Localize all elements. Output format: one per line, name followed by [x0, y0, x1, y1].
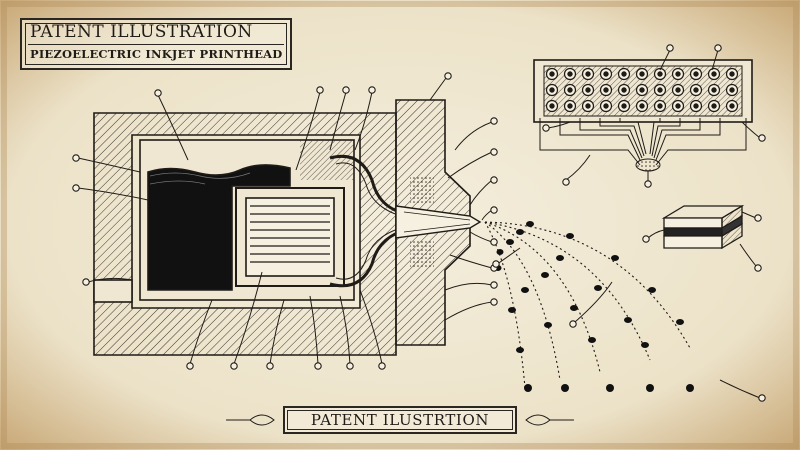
ink-droplets	[494, 221, 694, 392]
footer-caption: PATENT ILUSTRTION	[310, 411, 490, 429]
nozzle-array-top-view	[533, 59, 753, 172]
nozzle-bore	[711, 71, 717, 77]
nozzle-bore	[549, 87, 555, 93]
nozzle-bore	[693, 103, 699, 109]
nozzle-tip	[395, 205, 482, 239]
nozzle-bore	[621, 87, 627, 93]
printhead-cross-section	[93, 99, 482, 356]
footer-flourish	[226, 414, 574, 426]
nozzle-bore	[657, 71, 663, 77]
nozzle-bore	[567, 87, 573, 93]
nozzle-bore	[675, 71, 681, 77]
footer-caption-box: PATENT ILUSTRTION	[283, 406, 517, 434]
nozzle-bore	[567, 71, 573, 77]
nozzle-bore	[603, 87, 609, 93]
nozzle-bore	[549, 103, 555, 109]
nozzle-bore	[567, 103, 573, 109]
printhead-housing	[93, 112, 397, 356]
nozzle-bore	[711, 87, 717, 93]
nozzle-bore	[603, 71, 609, 77]
nozzle-bore	[729, 87, 735, 93]
nozzle-bore	[639, 87, 645, 93]
ink-reservoir	[147, 164, 291, 291]
nozzle-bore	[675, 87, 681, 93]
nozzle-bore	[585, 103, 591, 109]
layered-piezo-stack	[661, 204, 745, 250]
nozzle-bore	[729, 103, 735, 109]
page-subtitle: PIEZOELECTRIC INKJET PRINTHEAD	[30, 47, 283, 61]
nozzle-bore	[639, 71, 645, 77]
nozzle-bore	[585, 71, 591, 77]
nozzle-bore	[621, 103, 627, 109]
nozzle-bore	[675, 103, 681, 109]
nozzle-bore	[549, 71, 555, 77]
ink-droplet-trajectories	[484, 221, 691, 389]
nozzle-bore	[639, 103, 645, 109]
nozzle-bore	[657, 87, 663, 93]
nozzle-bore	[657, 103, 663, 109]
nozzle-bore	[693, 87, 699, 93]
nozzle-bore	[693, 71, 699, 77]
callout-markers	[72, 44, 766, 402]
page-title: PATENT ILLUSTRATION	[30, 22, 253, 42]
nozzle-bore	[585, 87, 591, 93]
nozzle-bore	[729, 71, 735, 77]
nozzle-bore	[621, 71, 627, 77]
nozzle-bore	[711, 103, 717, 109]
nozzle-bore	[603, 103, 609, 109]
title-block: PATENT ILLUSTRATION PIEZOELECTRIC INKJET…	[20, 18, 292, 70]
